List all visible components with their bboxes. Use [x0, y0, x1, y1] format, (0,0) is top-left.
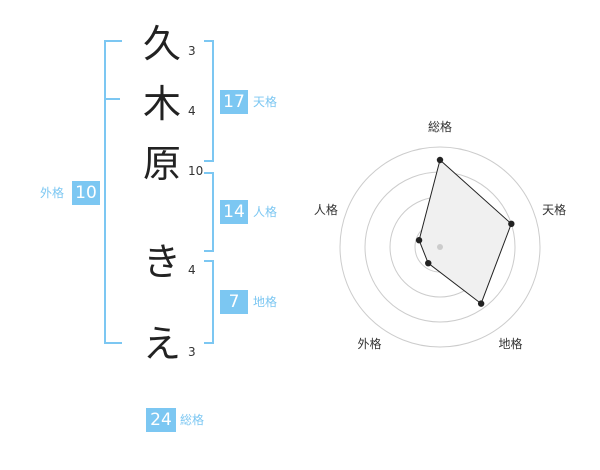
chikaku-label: 地格	[253, 295, 278, 309]
radar-axis-label-3: 地格	[499, 336, 523, 351]
radar-axis-label-4: 外格	[357, 336, 381, 351]
jinkaku-value: 14	[220, 200, 248, 224]
radar-axis-label-5: 人格	[314, 202, 338, 217]
stroke-count-2: 4	[188, 104, 196, 118]
tenkaku-value: 17	[220, 90, 248, 114]
name-char-3: 原	[142, 142, 181, 186]
chikaku-value: 7	[220, 290, 248, 314]
stroke-count-3: 10	[188, 164, 204, 178]
name-char-4: き	[142, 240, 181, 284]
name-char-5: え	[142, 322, 181, 366]
gaikaku-label: 外格	[40, 186, 65, 200]
chikaku-bracket	[204, 260, 214, 344]
tenkaku-label: 天格	[253, 95, 278, 109]
soukaku-label: 総格	[180, 413, 205, 427]
radar-ring-4	[339, 146, 541, 348]
gaikaku-value: 10	[72, 181, 100, 205]
soukaku-value: 24	[146, 408, 176, 432]
jinkaku-label: 人格	[253, 205, 278, 219]
radar-point-2	[508, 220, 515, 228]
radar-axis-label-2: 天格	[542, 202, 566, 217]
gaikaku-bracket	[104, 40, 122, 344]
jinkaku-bracket	[204, 172, 214, 252]
radar-center	[437, 244, 443, 250]
tenkaku-bracket	[204, 40, 214, 162]
name-char-2: 木	[142, 82, 181, 126]
radar-point-4	[425, 259, 432, 267]
radar-point-1	[436, 156, 444, 164]
name-char-1: 久	[142, 22, 181, 66]
stroke-count-5: 3	[188, 345, 196, 359]
radar-points	[415, 156, 515, 307]
radar-axis-label-1: 総格	[428, 119, 452, 134]
gaikaku-bracket-tick	[104, 98, 120, 100]
radar-area	[418, 159, 512, 305]
radar-point-3	[477, 300, 485, 307]
stroke-count-4: 4	[188, 263, 196, 277]
stroke-count-1: 3	[188, 44, 196, 58]
radar-point-5	[415, 237, 423, 244]
